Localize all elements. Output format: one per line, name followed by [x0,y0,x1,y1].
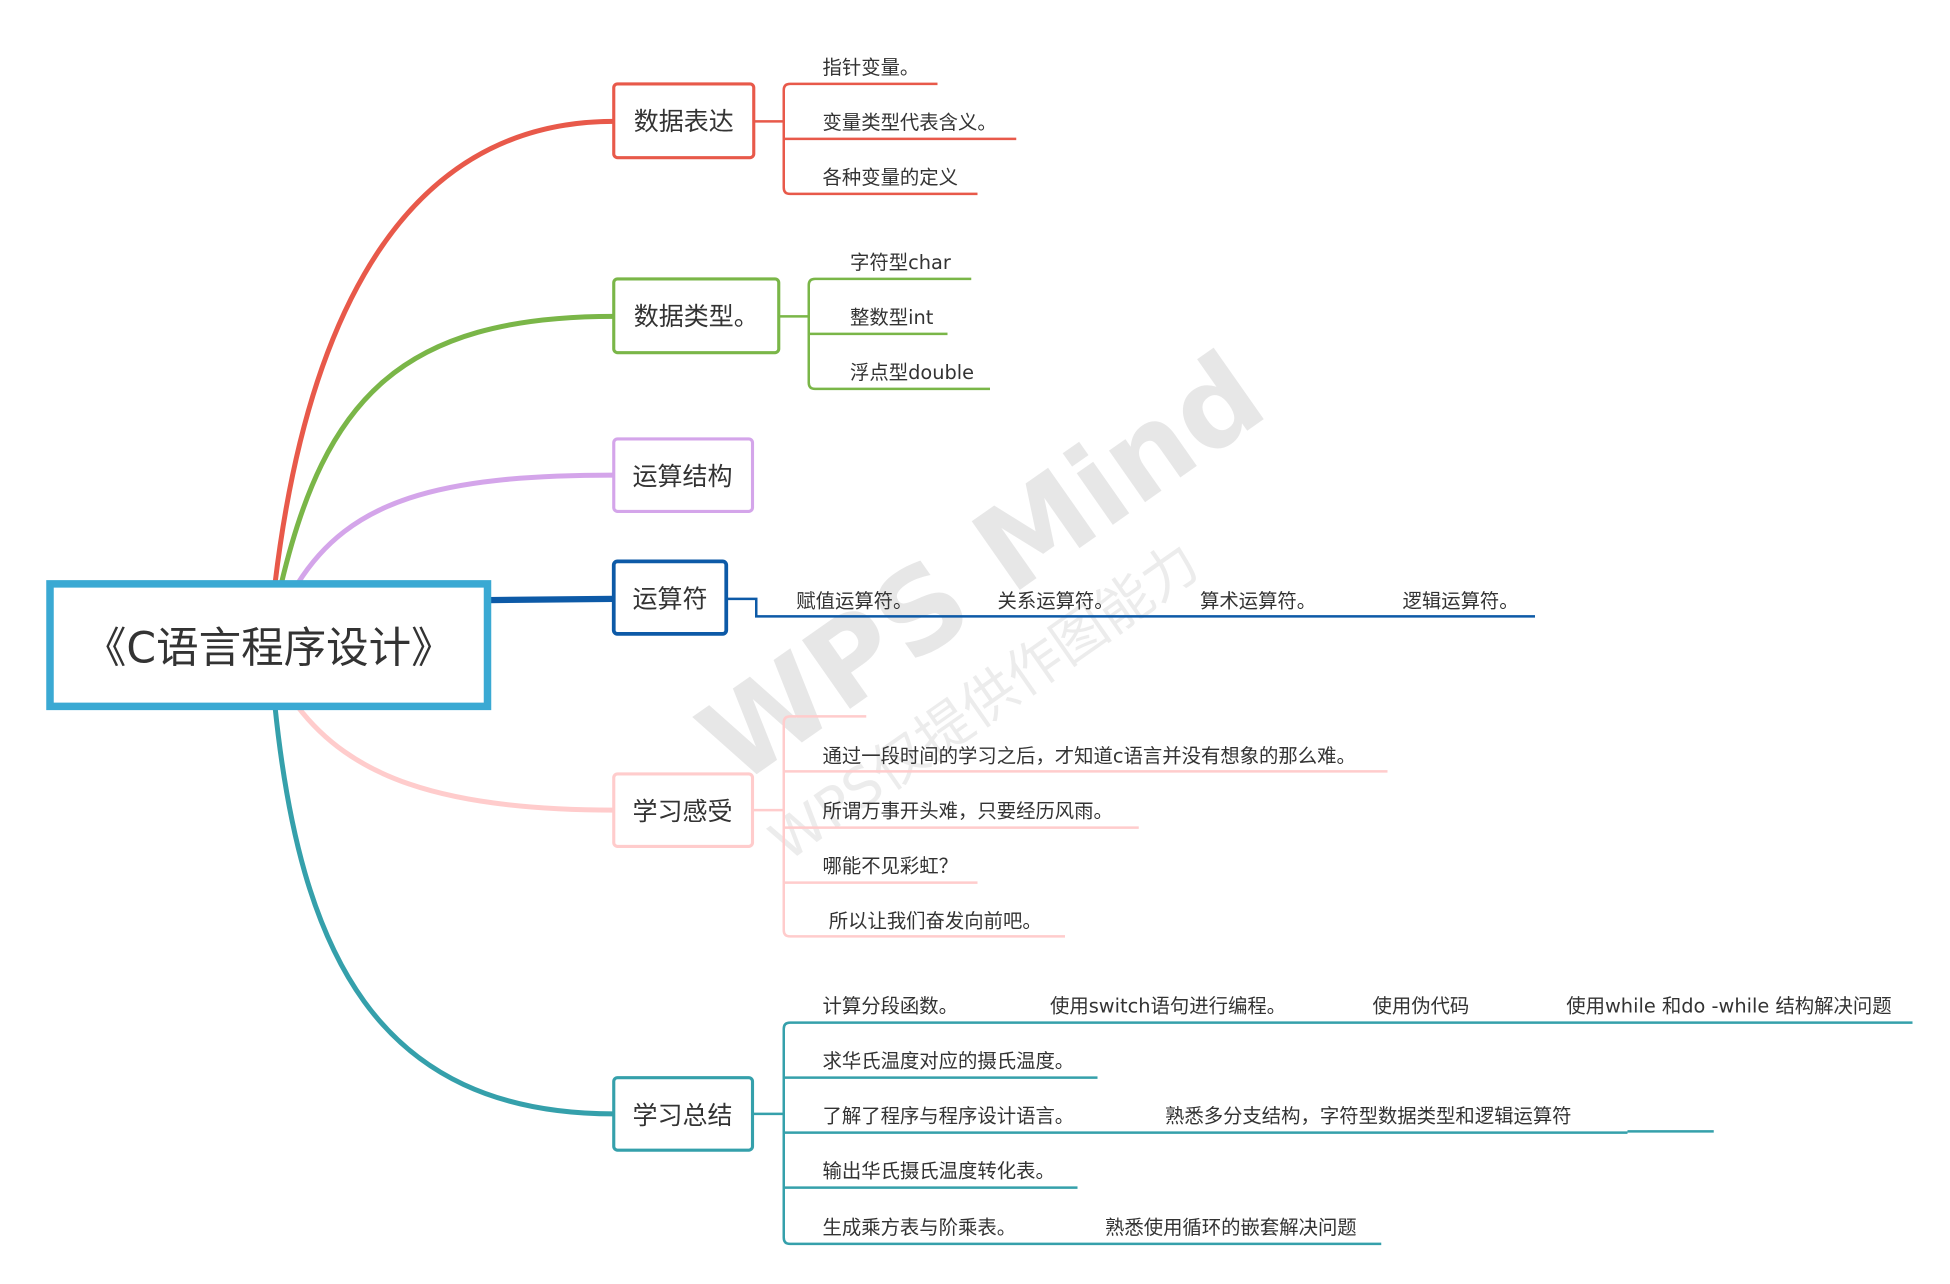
child-item[interactable]: 逻辑运算符。 [1403,590,1519,613]
child-item[interactable]: 了解了程序与程序设计语言。 [823,1105,1075,1128]
child-item[interactable]: 求华氏温度对应的摄氏温度。 [823,1050,1075,1073]
subtree-lines [726,597,1535,618]
child-item[interactable]: 浮点型double [850,361,974,384]
child-item[interactable]: 使用while 和do -while 结构解决问题 [1566,995,1891,1018]
child-item[interactable]: 整数型int [850,306,934,329]
connector-data-types [278,313,617,587]
node-label: 运算符 [632,585,707,614]
node-label: 学习感受 [632,797,732,826]
connector-learning-summary [272,703,617,1117]
child-item[interactable]: 算术运算符。 [1200,590,1316,613]
child-item[interactable]: 字符型char [850,251,951,274]
child-item[interactable]: 通过一段时间的学习之后，才知道c语言并没有想象的那么难。 [823,745,1356,768]
child-item[interactable]: 使用switch语句进行编程。 [1050,995,1286,1018]
branch-connectors [272,118,617,1117]
child-item[interactable]: 计算分段函数。 [823,995,959,1018]
connector-operators [484,595,617,604]
branch-data-expression[interactable]: 数据表达 [612,82,756,160]
child-item[interactable]: 各种变量的定义 [823,166,959,189]
child-item[interactable]: 哪能不见彩虹？ [823,855,959,878]
connector-learning-feelings [295,703,617,813]
node-label: 数据类型。 [634,302,759,331]
node-label: 学习总结 [632,1101,732,1130]
node-label: 运算结构 [632,462,732,491]
subtree-lines [778,277,990,391]
connector-operation-structure [295,472,617,587]
node-label: 数据表达 [634,107,734,136]
child-item[interactable]: 生成乘方表与阶乘表。 [823,1216,1017,1239]
branch-learning-summary[interactable]: 学习总结 [612,1076,755,1152]
child-item[interactable]: 熟悉多分支结构，字符型数据类型和逻辑运算符 [1165,1105,1572,1128]
subtree-lines [752,1021,1913,1246]
watermark: WPS Mind WPS仅提供作图能力 [677,327,1288,873]
branch-data-types[interactable]: 数据类型。 [612,277,781,355]
subtree-lines [753,82,1017,196]
child-item[interactable]: 变量类型代表含义。 [823,111,997,134]
root-label: 《C语言程序设计》 [84,625,454,674]
child-item[interactable]: 指针变量。 [823,56,920,79]
child-item[interactable]: 使用伪代码 [1373,995,1470,1018]
child-item[interactable]: 所以让我们奋发向前吧。 [829,910,1042,933]
connector-data-expression [272,118,617,587]
child-item[interactable]: 关系运算符。 [998,590,1114,613]
branch-learning-feelings[interactable]: 学习感受 [612,772,755,848]
subtree-lines [752,715,1388,938]
child-item[interactable]: 所谓万事开头难，只要经历风雨。 [823,800,1113,823]
branch-operation-structure[interactable]: 运算结构 [612,437,755,513]
child-item[interactable]: 赋值运算符。 [796,590,912,613]
root-node[interactable]: 《C语言程序设计》 [46,580,492,711]
child-item[interactable]: 输出华氏摄氏温度转化表。 [823,1160,1055,1183]
branch-operators[interactable]: 运算符 [611,559,729,636]
child-item[interactable]: 熟悉使用循环的嵌套解决问题 [1105,1216,1357,1239]
